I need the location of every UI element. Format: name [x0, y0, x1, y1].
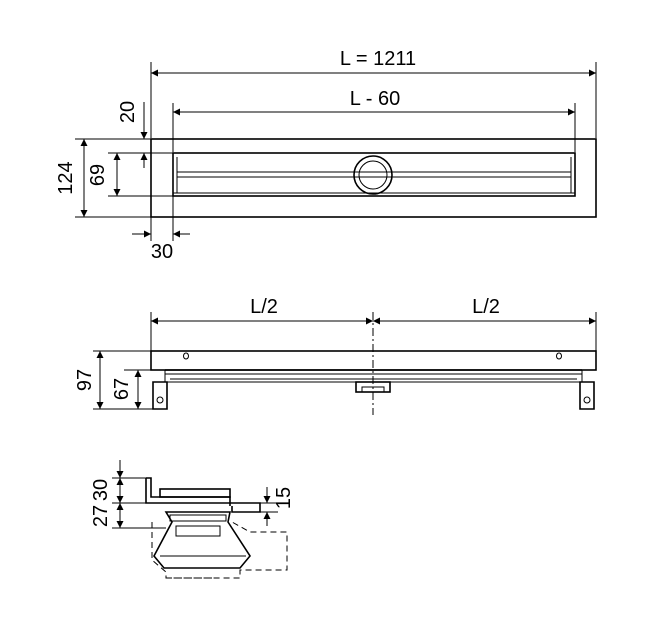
offset-label: 20 [117, 101, 139, 123]
end-label: 30 [151, 241, 173, 263]
total-height-label: 97 [74, 369, 96, 391]
section-trap-body [153, 511, 251, 569]
length-label: L = 1211 [340, 48, 416, 70]
height-label: 124 [55, 161, 77, 194]
channel-label: 69 [87, 164, 109, 186]
section-lower-label: 27 [90, 505, 112, 527]
section-upper-label: 30 [90, 479, 112, 501]
section-view: 30 27 15 [90, 460, 295, 579]
drain-body-outline [150, 138, 597, 218]
flange-label: 15 [273, 487, 295, 509]
top-view: L = 1211 L - 60 124 69 20 [55, 48, 597, 263]
left-foot [152, 381, 168, 410]
right-half-label: L/2 [472, 296, 500, 318]
section-dashed-contour [151, 521, 288, 579]
side-view: L/2 L/2 97 67 [74, 296, 597, 415]
drain-outlet-circle [353, 155, 393, 195]
inner-length-label: L - 60 [350, 88, 400, 110]
section-profile [145, 478, 261, 513]
left-half-label: L/2 [250, 296, 278, 318]
right-foot [579, 381, 595, 410]
channel-outline [172, 152, 576, 197]
channel-height-label: 67 [111, 378, 133, 400]
